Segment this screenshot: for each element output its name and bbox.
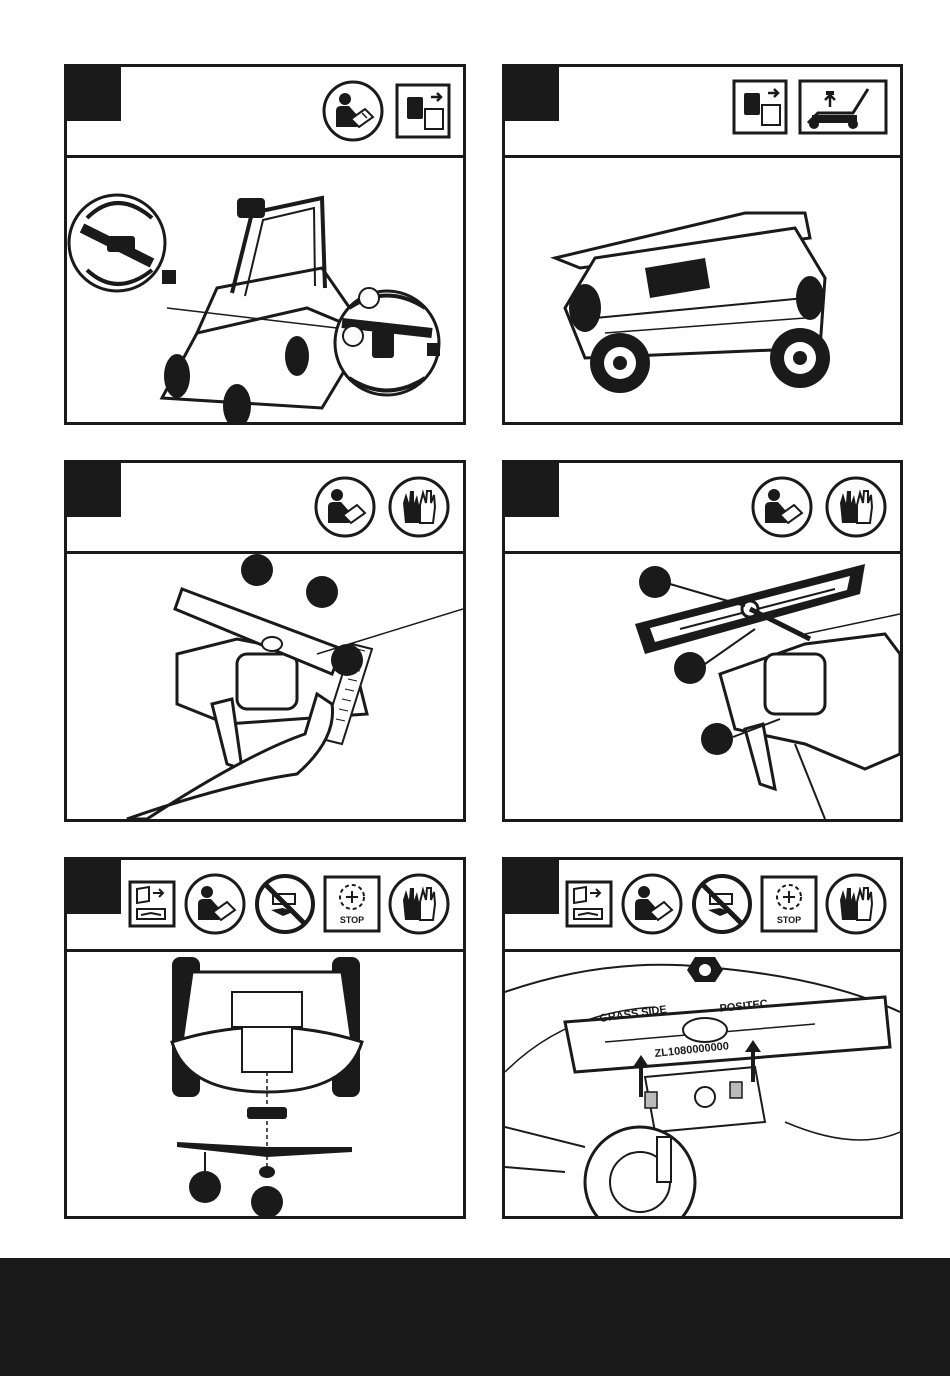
read-manual-icon	[321, 79, 385, 143]
step-number-box	[67, 860, 121, 914]
blade-balance-illustration	[505, 554, 900, 819]
step-header: STOP	[67, 860, 463, 952]
stop-blade-icon: STOP	[323, 875, 381, 933]
gloves-icon	[824, 872, 888, 936]
blade-removal-illustration	[67, 952, 463, 1216]
step-number-box	[505, 67, 559, 121]
mower-unfold-illustration	[67, 158, 463, 422]
mower-lift-icon	[798, 79, 888, 135]
tilt-book-icon	[127, 879, 177, 929]
step-number-box	[67, 67, 121, 121]
read-manual-icon	[183, 872, 247, 936]
battery-removal-icon	[395, 83, 451, 139]
read-manual-icon	[750, 475, 814, 539]
step-panel-1	[64, 64, 466, 425]
gloves-icon	[387, 475, 451, 539]
step-panel-3	[64, 460, 466, 822]
step-header	[505, 67, 900, 158]
step-header	[505, 463, 900, 554]
blade-install-illustration: GRASS SIDE POSITEC ZL1080000000	[505, 952, 900, 1216]
step-header	[67, 463, 463, 554]
stop-label: STOP	[777, 915, 801, 925]
step-panel-5: STOP	[64, 857, 466, 1219]
step-panel-4	[502, 460, 903, 822]
step-header: STOP	[505, 860, 900, 952]
read-manual-icon	[620, 872, 684, 936]
stop-label: STOP	[340, 915, 364, 925]
battery-removal-icon	[732, 79, 788, 135]
read-manual-icon	[313, 475, 377, 539]
gloves-icon	[824, 475, 888, 539]
no-hand-icon	[253, 872, 317, 936]
step-header	[67, 67, 463, 158]
tilt-book-icon	[564, 879, 614, 929]
no-hand-icon	[690, 872, 754, 936]
step-panel-6: STOP GRASS SIDE POSITEC ZL1080000000	[502, 857, 903, 1219]
step-number-box	[505, 463, 559, 517]
step-panel-2	[502, 64, 903, 425]
step-number-box	[67, 463, 121, 517]
step-number-box	[505, 860, 559, 914]
stop-blade-icon: STOP	[760, 875, 818, 933]
blade-sharpening-illustration	[67, 554, 463, 819]
footer-bar	[0, 1258, 950, 1376]
folded-mower-illustration	[505, 158, 900, 422]
gloves-icon	[387, 872, 451, 936]
